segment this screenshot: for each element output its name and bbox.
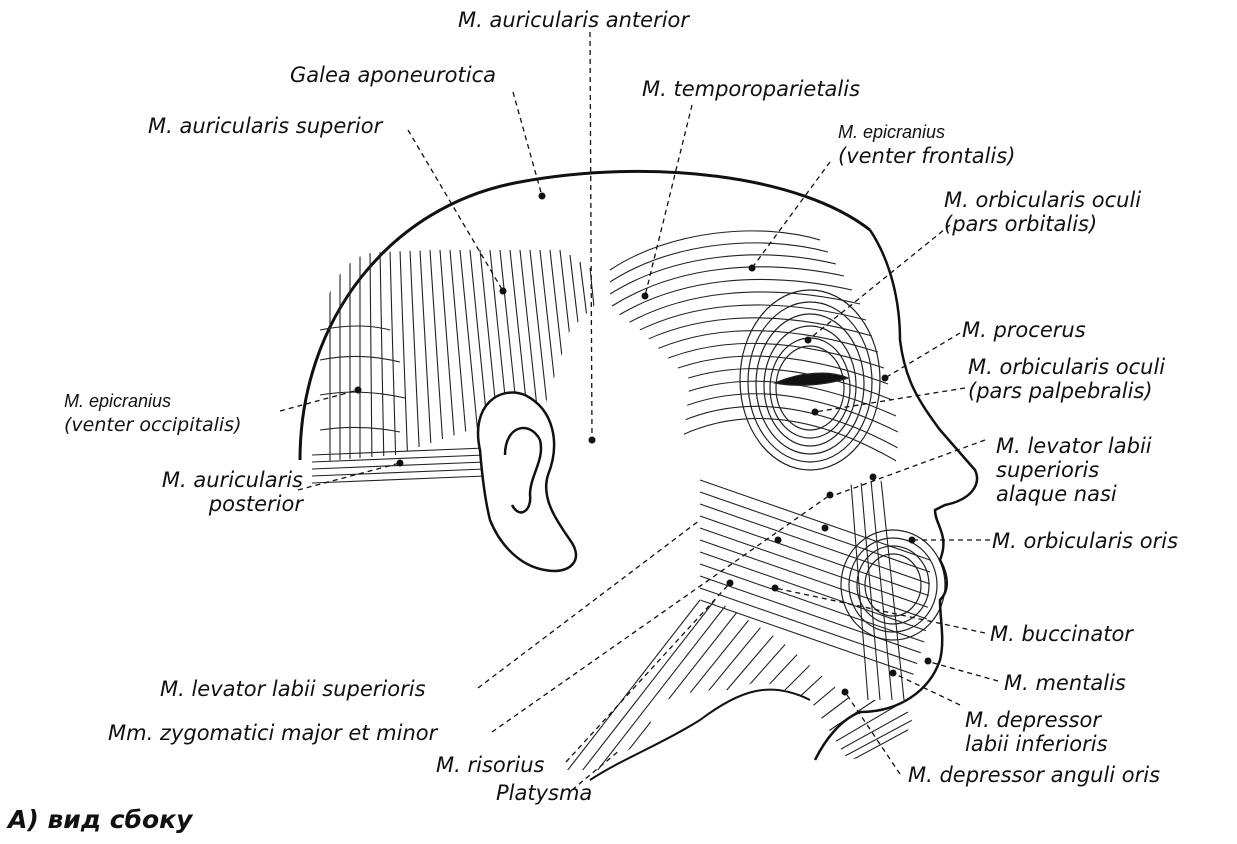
orbicularis-oris-ring [841, 530, 945, 640]
label-auricularis-superior: M. auricularis superior [148, 114, 382, 138]
label-line: labii inferioris [965, 732, 1108, 756]
cheek-muscle-fibres [700, 470, 930, 700]
label-orbicularis-oris: M. orbicularis oris [992, 529, 1178, 553]
label-line: M. epicranius [838, 120, 1015, 144]
label-epicranius-occipitalis: M. epicranius (venter occipitalis) [64, 389, 241, 437]
label-line: posterior [143, 492, 303, 516]
label-zygomatici: Mm. zygomatici major et minor [108, 721, 437, 745]
label-line: (pars palpebralis) [968, 379, 1165, 403]
label-temporoparietalis: M. temporoparietalis [642, 77, 860, 101]
label-depressor-labii-inferioris: M. depressor labii inferioris [965, 708, 1108, 756]
label-levator-labii-superioris: M. levator labii superioris [160, 677, 426, 701]
label-depressor-anguli-oris: M. depressor anguli oris [908, 763, 1160, 787]
label-auricularis-posterior: M. auricularis posterior [143, 468, 303, 516]
label-galea-aponeurotica: Galea aponeurotica [290, 63, 496, 87]
label-line: M. levator labii [996, 434, 1152, 458]
label-line: M. epicranius [64, 389, 241, 413]
calvaria-muscle-fibres [320, 250, 605, 470]
ear [478, 392, 576, 570]
label-line: M. orbicularis oculi [944, 188, 1141, 212]
label-orbicularis-oculi-palpebralis: M. orbicularis oculi (pars palpebralis) [968, 355, 1165, 403]
orbicularis-oculi-rings [740, 290, 880, 470]
label-epicranius-frontalis: M. epicranius (venter frontalis) [838, 120, 1015, 168]
label-orbicularis-oculi-orbitalis: M. orbicularis oculi (pars orbitalis) [944, 188, 1141, 236]
label-auricularis-anterior: M. auricularis anterior [458, 8, 689, 32]
label-levator-labii-alaeque: M. levator labii superioris alaque nasi [996, 434, 1152, 506]
label-line: (pars orbitalis) [944, 212, 1141, 236]
label-line: (venter frontalis) [838, 144, 1015, 168]
label-procerus: M. procerus [962, 318, 1086, 342]
label-line: superioris [996, 458, 1152, 482]
label-line: alaque nasi [996, 482, 1152, 506]
label-line: (venter occipitalis) [64, 413, 241, 437]
label-line: M. depressor [965, 708, 1108, 732]
label-line: M. orbicularis oculi [968, 355, 1165, 379]
figure-caption: А) вид сбоку [8, 805, 192, 834]
label-line: M. auricularis [143, 468, 303, 492]
label-platysma: Platysma [496, 781, 592, 805]
label-mentalis: M. mentalis [1004, 671, 1126, 695]
label-buccinator: M. buccinator [990, 622, 1133, 646]
label-risorius: M. risorius [436, 753, 544, 777]
face-profile-outline [815, 230, 977, 760]
